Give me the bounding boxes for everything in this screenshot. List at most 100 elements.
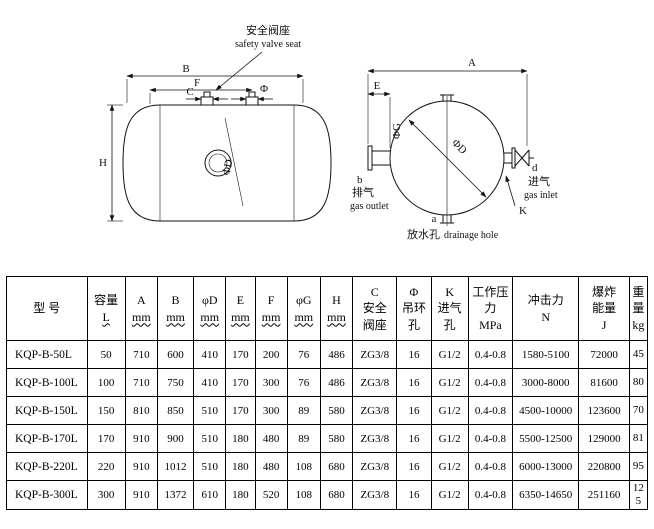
technical-drawings: 安全阀座 safety valve seat B F C Φ H xyxy=(99,23,558,241)
manhole-inner xyxy=(208,153,228,173)
value-cell: 610 xyxy=(193,479,227,511)
value-cell: 300 xyxy=(254,368,288,397)
model-cell: KQP-B-150L xyxy=(6,396,88,425)
drain-label-en: drainage hole xyxy=(444,230,499,241)
side-view-drawing: 安全阀座 safety valve seat B F C Φ H xyxy=(99,23,332,222)
gas-outlet-label-cn: 排气 xyxy=(352,185,374,199)
gas-inlet-label-en: gas inlet xyxy=(524,190,558,201)
safety-valve-seat-fitting xyxy=(200,91,214,106)
value-cell: 0.4-0.8 xyxy=(467,452,514,481)
value-cell: 16 xyxy=(396,424,432,453)
safety-valve-label-en: safety valve seat xyxy=(235,39,301,50)
value-cell: 0.4-0.8 xyxy=(467,340,514,369)
value-cell: 50 xyxy=(86,340,126,369)
value-cell: 200 xyxy=(254,340,288,369)
dim-label-F: F xyxy=(194,77,200,89)
value-cell: 251160 xyxy=(578,479,630,511)
value-cell: 170 xyxy=(225,396,256,425)
top-stub xyxy=(440,94,454,101)
value-cell: G1/2 xyxy=(430,368,469,397)
drain-label-cn: 放水孔 xyxy=(407,227,440,241)
value-cell: ZG3/8 xyxy=(352,424,398,453)
dim-leader-K xyxy=(505,175,516,207)
value-cell: 125 xyxy=(628,479,649,511)
value-cell: 81 xyxy=(628,424,649,453)
value-cell: 710 xyxy=(124,340,158,369)
value-cell: 0.4-0.8 xyxy=(467,396,514,425)
value-cell: 95 xyxy=(628,452,649,481)
value-cell: ZG3/8 xyxy=(352,368,398,397)
value-cell: 710 xyxy=(124,368,158,397)
gas-inlet-letter: d xyxy=(532,162,538,174)
value-cell: G1/2 xyxy=(430,424,469,453)
value-cell: G1/2 xyxy=(430,340,469,369)
value-cell: 410 xyxy=(193,340,227,369)
value-cell: 910 xyxy=(124,424,158,453)
top-port-fitting xyxy=(245,91,259,106)
value-cell: ZG3/8 xyxy=(352,479,398,511)
value-cell: 123600 xyxy=(578,396,630,425)
value-cell: 3000-8000 xyxy=(512,368,580,397)
value-cell: 510 xyxy=(193,424,227,453)
value-cell: 80 xyxy=(628,368,649,397)
value-cell: 580 xyxy=(319,424,354,453)
dim-label-phi: Φ xyxy=(260,83,268,95)
dim-label-phiG: ΦG xyxy=(391,123,403,139)
value-cell: 220 xyxy=(86,452,126,481)
value-cell: 180 xyxy=(225,452,256,481)
value-cell: 76 xyxy=(286,340,321,369)
value-cell: 300 xyxy=(86,479,126,511)
value-cell: 170 xyxy=(225,340,256,369)
value-cell: 45 xyxy=(628,340,649,369)
value-cell: 108 xyxy=(286,452,321,481)
value-cell: 300 xyxy=(254,396,288,425)
value-cell: 810 xyxy=(124,396,158,425)
value-cell: 170 xyxy=(86,424,126,453)
value-cell: 1580-5100 xyxy=(512,340,580,369)
safety-valve-leader xyxy=(215,51,263,91)
value-cell: 180 xyxy=(225,424,256,453)
value-cell: 180 xyxy=(225,479,256,511)
value-cell: 510 xyxy=(193,396,227,425)
value-cell: 170 xyxy=(225,368,256,397)
value-cell: 480 xyxy=(254,452,288,481)
value-cell: ZG3/8 xyxy=(352,340,398,369)
value-cell: 150 xyxy=(86,396,126,425)
value-cell: 486 xyxy=(319,340,354,369)
drain-letter: a xyxy=(432,213,437,225)
value-cell: 750 xyxy=(156,368,195,397)
value-cell: 900 xyxy=(156,424,195,453)
value-cell: 1372 xyxy=(156,479,195,511)
model-cell: KQP-B-100L xyxy=(6,368,88,397)
manhole-outer xyxy=(204,149,232,177)
value-cell: 910 xyxy=(124,452,158,481)
value-cell: 910 xyxy=(124,479,158,511)
value-cell: ZG3/8 xyxy=(352,452,398,481)
value-cell: 76 xyxy=(286,368,321,397)
value-cell: G1/2 xyxy=(430,479,469,511)
value-cell: 0.4-0.8 xyxy=(467,368,514,397)
dim-label-phiD-end: ΦD xyxy=(449,137,469,157)
value-cell: 6350-14650 xyxy=(512,479,580,511)
value-cell: ZG3/8 xyxy=(352,396,398,425)
value-cell: 89 xyxy=(286,424,321,453)
value-cell: 510 xyxy=(193,452,227,481)
value-cell: 5500-12500 xyxy=(512,424,580,453)
